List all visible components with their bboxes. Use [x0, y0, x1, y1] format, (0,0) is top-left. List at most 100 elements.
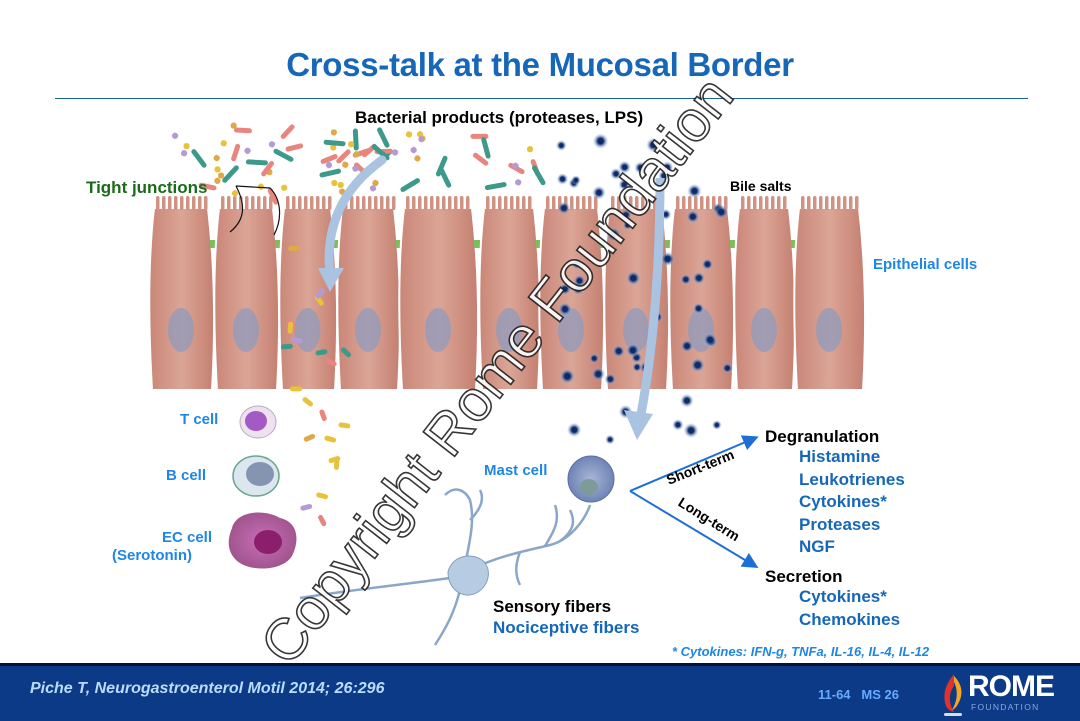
bile-salt-dot	[625, 342, 641, 358]
bacterium	[280, 343, 293, 350]
bile-salt-dot	[625, 270, 641, 286]
bacterium	[273, 148, 294, 162]
bile-salt-dot	[692, 271, 706, 285]
bile-salt-dot	[690, 357, 706, 373]
bile-salt-dot	[558, 282, 572, 296]
tight-junction	[210, 240, 216, 248]
bacterium	[244, 147, 251, 155]
bacterium	[484, 182, 507, 191]
tight-junction	[665, 240, 671, 248]
mast-cell-label: Mast cell	[484, 462, 548, 479]
bacterium	[280, 124, 295, 139]
bile-salt-dot	[571, 257, 584, 270]
tight-junction	[474, 240, 480, 248]
slide-code: 11-64 MS 26	[818, 687, 899, 702]
bile-salt-dot	[646, 137, 661, 153]
bacterium	[257, 183, 265, 190]
degranulation-item: Leukotrienes	[799, 469, 905, 489]
bacterium	[400, 178, 420, 192]
bacterial-products-label: Bacterial products (proteases, LPS)	[355, 108, 644, 127]
bacterium	[222, 165, 239, 183]
bacterium	[348, 141, 355, 148]
bacterium	[320, 154, 338, 164]
bacterium	[213, 154, 220, 162]
epithelial-cell	[793, 196, 867, 391]
bacterium	[315, 288, 325, 299]
bacterium	[410, 146, 417, 154]
bacterium	[281, 184, 288, 191]
bacterium	[198, 182, 217, 191]
mucosal-diagram	[148, 122, 867, 646]
ec-cell-label: EC cell	[161, 529, 212, 546]
bacterium	[245, 159, 268, 166]
bacterium	[325, 161, 333, 169]
logo-subtext: FOUNDATION	[971, 702, 1040, 712]
bile-salt-dot	[557, 302, 573, 317]
bacterium	[414, 155, 421, 162]
bacterium	[261, 161, 275, 177]
bile-salt-dot	[702, 332, 718, 347]
bile-salt-dot	[618, 178, 631, 191]
bacterium	[287, 245, 300, 251]
bacterium	[337, 181, 344, 189]
epithelial-cell	[148, 196, 216, 391]
bacterium	[171, 132, 179, 139]
bacterium	[315, 349, 328, 356]
degranulation-list: Histamine Leukotrienes Cytokines* Protea…	[799, 446, 905, 559]
bacterium	[527, 146, 534, 153]
tight-junction	[730, 240, 736, 248]
bile-salt-dot	[591, 185, 606, 200]
tight-junction	[791, 240, 797, 248]
bacterium	[231, 143, 241, 162]
tight-junction	[275, 240, 281, 248]
bile-salt-dot	[679, 393, 694, 408]
bacterium	[438, 167, 452, 188]
bacterium	[324, 435, 337, 443]
bacterium	[481, 137, 491, 159]
degranulation-item: Proteases	[799, 514, 881, 534]
bacterium	[330, 129, 337, 136]
bacterium	[180, 150, 188, 157]
bacterial-products	[171, 122, 546, 527]
tight-junction	[600, 240, 606, 248]
bacterium	[352, 128, 359, 151]
bacterium	[331, 179, 338, 187]
logo-wordmark: ROME	[968, 670, 1055, 703]
citation: Piche T, Neurogastroenterol Motil 2014; …	[30, 680, 385, 697]
bacterium	[369, 185, 377, 192]
bacterium	[285, 143, 304, 152]
b-cell-label: B cell	[166, 467, 207, 484]
degranulation-item: NGF	[799, 537, 835, 556]
bacterium	[418, 135, 425, 143]
bacterium	[183, 143, 190, 150]
bile-salt-dot	[604, 373, 617, 386]
sensory-fibers-label: Sensory fibers	[493, 597, 612, 616]
secretion-heading: Secretion	[765, 567, 843, 586]
nociceptive-fibers-label: Nociceptive fibers	[493, 618, 640, 637]
epithelial-cell-layer	[148, 196, 867, 391]
bacterium	[532, 165, 546, 186]
epithelial-cells-label: Epithelial cells	[873, 256, 978, 273]
bile-salt-dot	[566, 422, 582, 438]
bile-salt-dot	[605, 434, 616, 445]
bacterium	[214, 166, 221, 173]
bacterium	[353, 151, 360, 158]
epithelial-cell	[213, 196, 281, 391]
bacterium	[214, 177, 221, 185]
ec-cell-illustration	[228, 512, 297, 569]
bile-salt-dot	[714, 204, 729, 220]
bacterium	[515, 179, 522, 186]
bile-salts-label: Bile salts	[730, 178, 792, 194]
bacterium	[303, 433, 316, 442]
degranulation-item: Histamine	[799, 447, 881, 466]
ec-cell-serotonin-label: (Serotonin)	[112, 547, 192, 564]
bile-salt-dot	[609, 167, 622, 180]
bile-salt-dot	[622, 220, 633, 231]
bacteria-entry-arrow	[324, 155, 387, 280]
secretion-list: Cytokines* Chemokines	[799, 586, 900, 631]
bacterium	[435, 155, 448, 177]
cytokines-footnote: * Cytokines: IFN-g, TNFa, IL-16, IL-4, I…	[672, 644, 930, 659]
bile-salt-dot	[680, 339, 694, 353]
bile-salt-dot	[701, 258, 714, 271]
bile-salt-dot	[606, 226, 622, 242]
